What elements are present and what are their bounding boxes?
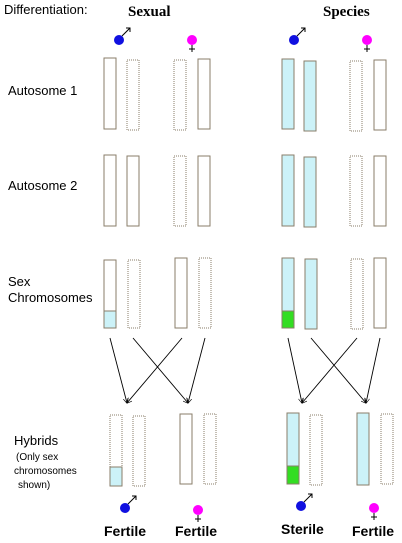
chromosome xyxy=(349,60,363,132)
outcome-sexual-female: Fertile xyxy=(175,523,217,539)
autosome2-label: Autosome 2 xyxy=(8,178,77,193)
chromosome xyxy=(349,155,363,227)
sexual-heading: Sexual xyxy=(128,4,171,20)
male-symbol-icon xyxy=(289,27,306,45)
hybrid-chromosome-y xyxy=(109,414,123,487)
hybrid-chromosome-x xyxy=(380,413,394,485)
chromosome-species xyxy=(281,58,295,130)
chromosome xyxy=(126,59,140,131)
chromosome xyxy=(197,155,211,227)
hybrids-note-line3: shown) xyxy=(18,480,50,491)
chromosome-x xyxy=(350,258,364,330)
hybrids-note-line2: chromosomes xyxy=(14,466,77,477)
chromosome-species xyxy=(281,154,295,227)
sex-chromosomes-label-line2: Chromosomes xyxy=(8,290,93,305)
hybrid-chromosome-y-species xyxy=(286,412,300,485)
chromosome-y xyxy=(103,259,117,329)
hybrid-chromosome-x xyxy=(309,414,323,486)
chromosome-x xyxy=(127,259,141,329)
male-symbol-icon xyxy=(296,493,313,511)
hybrid-chromosome-x xyxy=(203,413,217,485)
female-symbol-icon xyxy=(193,505,203,522)
female-symbol-icon xyxy=(369,503,379,520)
species-heading: Species xyxy=(323,4,370,20)
chromosome xyxy=(173,59,187,131)
hybrids-note-line1: (Only sex xyxy=(16,452,58,463)
chromosome xyxy=(103,154,117,227)
chromosome-species xyxy=(303,60,317,132)
chromosome xyxy=(173,155,187,227)
cross-arrows-sexual xyxy=(109,337,206,403)
hybrids-label: Hybrids xyxy=(14,433,59,448)
female-symbol-icon xyxy=(362,35,372,52)
chromosome xyxy=(373,59,387,131)
differentiation-label: Differentiation: xyxy=(4,2,88,17)
female-symbol-icon xyxy=(187,35,197,52)
male-symbol-icon xyxy=(114,27,131,45)
sex-chromosomes-label-line1: Sex xyxy=(8,274,31,289)
autosome1-label: Autosome 1 xyxy=(8,83,77,98)
cross-arrows-species xyxy=(287,337,381,403)
chromosome-x-species xyxy=(304,258,318,330)
chromosome-species xyxy=(303,156,317,228)
outcome-sexual-male: Fertile xyxy=(104,523,146,539)
chromosome-x xyxy=(373,257,387,329)
chromosome xyxy=(103,57,117,130)
outcome-species-male: Sterile xyxy=(281,521,324,537)
chromosome xyxy=(197,58,211,130)
hybrid-chromosome-x xyxy=(179,413,193,485)
chromosome-x xyxy=(198,257,212,329)
chromosome xyxy=(126,155,140,227)
hybrid-chromosome-x-species xyxy=(356,412,370,486)
outcome-species-female: Fertile xyxy=(352,523,394,539)
chromosome xyxy=(373,155,387,227)
hybrid-chromosome-x xyxy=(132,415,146,487)
chromosome-y-species xyxy=(281,257,295,329)
male-symbol-icon xyxy=(120,495,137,513)
chromosome-x xyxy=(174,257,188,329)
